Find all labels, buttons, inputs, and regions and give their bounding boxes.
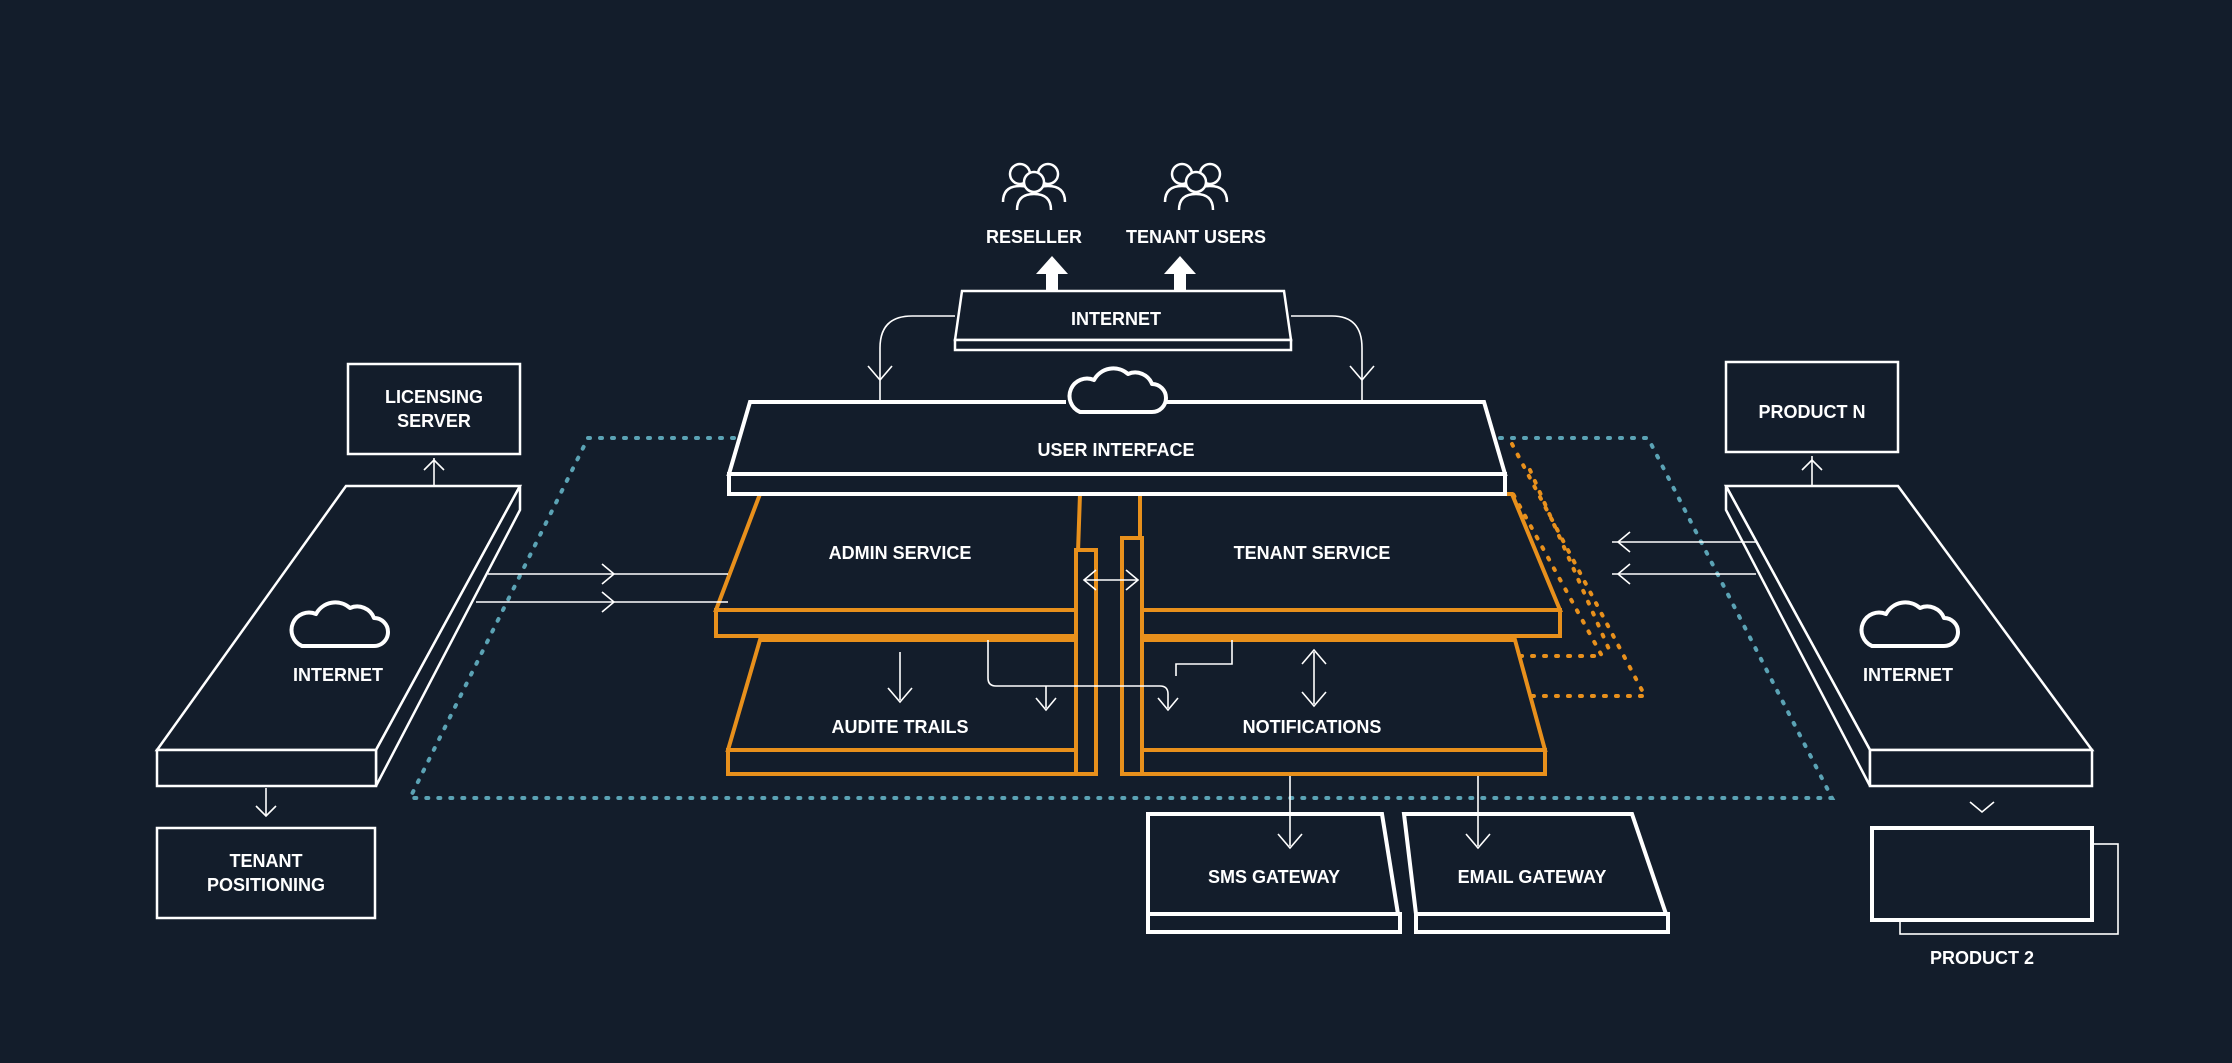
licensing-server-box: LICENSING SERVER: [346, 362, 522, 456]
tenant-positioning-box: TENANT POSITIONING: [155, 826, 377, 920]
tenant-positioning-label-2: POSITIONING: [207, 875, 325, 895]
sms-gateway-label: SMS GATEWAY: [1208, 867, 1340, 887]
sms-gateway-box: SMS GATEWAY: [1146, 812, 1402, 934]
arrowhead: [867, 365, 893, 382]
internet-left-slab: INTERNET: [154, 484, 523, 788]
admin-service-label: ADMIN SERVICE: [829, 543, 972, 563]
user-interface-label: USER INTERFACE: [1037, 440, 1194, 460]
internet-right-slab: INTERNET: [1723, 484, 2095, 788]
users-icon: [1003, 164, 1065, 210]
arrowhead: [887, 687, 913, 704]
product-2-label: PRODUCT 2: [1930, 948, 2034, 968]
internet-right-label: INTERNET: [1863, 665, 1953, 685]
audit-trails-block: AUDITE TRAILS: [725, 638, 1090, 776]
email-gateway-label: EMAIL GATEWAY: [1458, 867, 1607, 887]
email-gateway-box: EMAIL GATEWAY: [1401, 812, 1670, 934]
audit-trails-label: AUDITE TRAILS: [832, 717, 969, 737]
notifications-label: NOTIFICATIONS: [1243, 717, 1382, 737]
internet-left-label: INTERNET: [293, 665, 383, 685]
connector: [987, 640, 1169, 708]
notifications-block: NOTIFICATIONS: [1123, 638, 1548, 776]
product-2-stack: PRODUCT 2: [1870, 826, 2119, 968]
tenant-users-group: TENANT USERS: [1126, 164, 1266, 247]
connector: [879, 315, 955, 400]
licensing-server-label-1: LICENSING: [385, 387, 483, 407]
connector: [1291, 315, 1363, 400]
reseller-label: RESELLER: [986, 227, 1082, 247]
tenant-service-block: TENANT SERVICE: [1120, 492, 1563, 776]
licensing-server-label-2: SERVER: [397, 411, 471, 431]
cloud-icon: [1066, 362, 1168, 414]
tenant-users-label: TENANT USERS: [1126, 227, 1266, 247]
internet-top-label: INTERNET: [1071, 309, 1161, 329]
tenant-positioning-label-1: TENANT: [230, 851, 303, 871]
internet-top-box: INTERNET: [953, 289, 1293, 352]
user-interface-block: USER INTERFACE: [726, 400, 1508, 496]
reseller-group: RESELLER: [986, 164, 1082, 247]
users-icon: [1165, 164, 1227, 210]
arrowhead: [1349, 365, 1375, 382]
connector: [1175, 640, 1233, 676]
product-n-label: PRODUCT N: [1759, 402, 1866, 422]
product-n-box: PRODUCT N: [1724, 360, 1900, 454]
tenant-scope-boundary-inner: [1528, 468, 1614, 658]
tenant-service-label: TENANT SERVICE: [1234, 543, 1391, 563]
